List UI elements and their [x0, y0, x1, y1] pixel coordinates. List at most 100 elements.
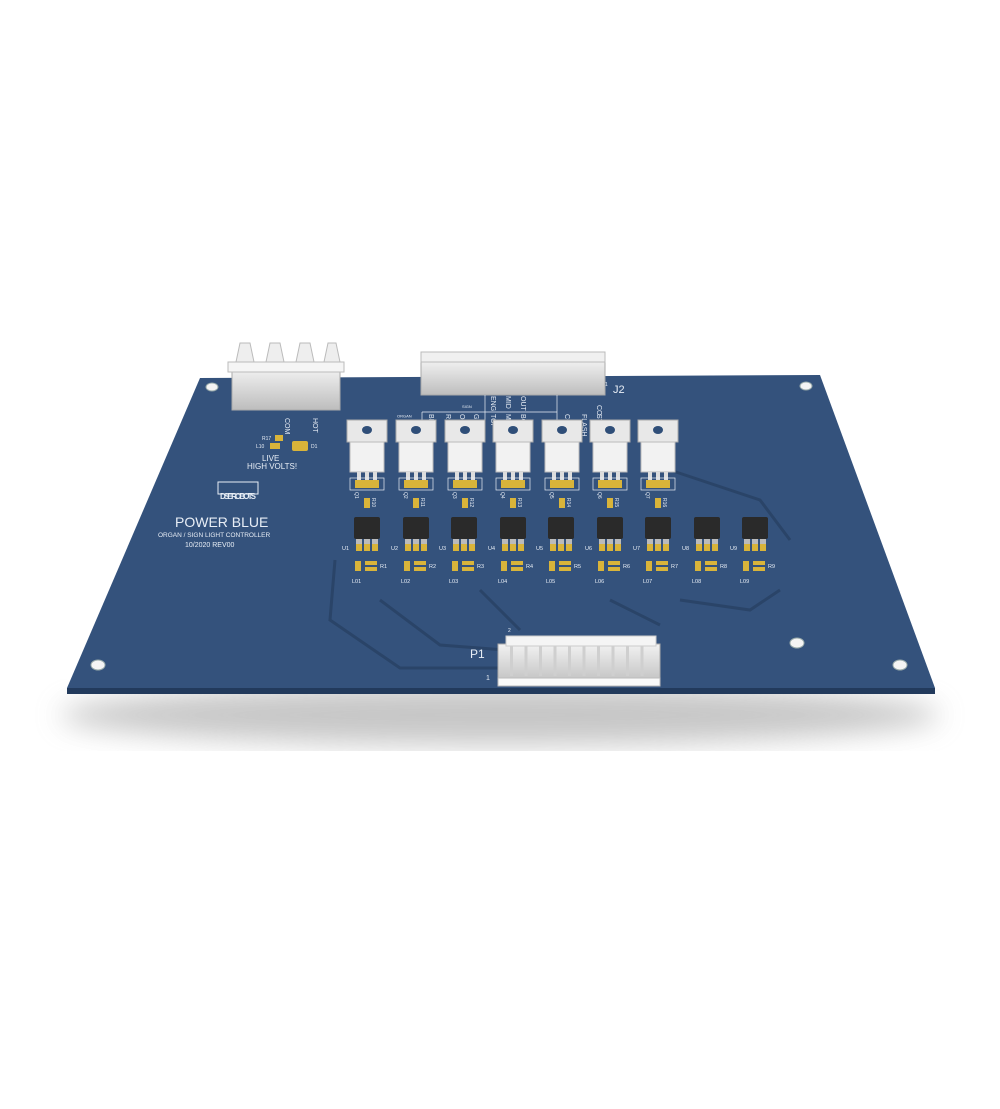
transistor-label: Q6	[596, 492, 602, 499]
d1-label: D1	[311, 444, 318, 450]
led-label: L09	[740, 579, 749, 585]
led-label: L05	[546, 579, 555, 585]
led	[501, 561, 507, 571]
gate-resistor	[364, 498, 370, 508]
mounting-holes	[90, 381, 908, 671]
led-resistor	[462, 561, 474, 565]
transistor-to220	[346, 419, 388, 491]
optocoupler-ic	[645, 517, 671, 551]
board-edge	[67, 688, 935, 694]
led-resistor-label: R1	[380, 564, 387, 570]
gate-resistor	[607, 498, 613, 508]
dse-robots-logo: DSE ROBOTS	[217, 481, 259, 501]
gate-resistor-label: R13	[516, 498, 522, 507]
gate-resistor	[510, 498, 516, 508]
led-label: L04	[498, 579, 507, 585]
transistor-to220	[492, 419, 534, 491]
opto-label: U5	[536, 546, 543, 552]
led	[549, 561, 555, 571]
transistor-label: Q2	[402, 492, 408, 499]
opto-label: U8	[682, 546, 689, 552]
j2-silk-lines	[421, 395, 558, 420]
optocoupler-ic	[742, 517, 768, 551]
j2-pin-label-co: CO	[595, 405, 602, 416]
led	[452, 561, 458, 571]
transistor-to220	[541, 419, 583, 491]
led-resistor	[656, 561, 668, 565]
led-resistor-label: R8	[720, 564, 727, 570]
opto-label: U4	[488, 546, 495, 552]
opto-label: U9	[730, 546, 737, 552]
led	[646, 561, 652, 571]
gate-resistor-label: R15	[613, 498, 619, 507]
p1-label: P1	[470, 647, 485, 661]
optocoupler-ic	[500, 517, 526, 551]
terminal-label-com: COM	[283, 418, 290, 435]
led-label: L01	[352, 579, 361, 585]
led-resistor	[365, 561, 377, 565]
opto-label: U7	[633, 546, 640, 552]
led-resistor	[511, 561, 523, 565]
board-subtitle: ORGAN / SIGN LIGHT CONTROLLER	[158, 532, 271, 539]
transistor-to220	[589, 419, 631, 491]
optocoupler-ic	[548, 517, 574, 551]
gate-resistor	[655, 498, 661, 508]
status-led-pads	[270, 435, 308, 451]
led-resistor	[414, 561, 426, 565]
led-resistor-label: R3	[477, 564, 484, 570]
j2-pin-label-upper: ENG	[489, 396, 496, 411]
j2-organ-label: ORGAN	[397, 414, 412, 419]
p1-pin1: 1	[486, 675, 490, 682]
transistor-label: Q5	[548, 492, 554, 499]
transistor-to220	[444, 419, 486, 491]
led-label: L02	[401, 579, 410, 585]
led-resistor-label: R2	[429, 564, 436, 570]
led	[404, 561, 410, 571]
led	[598, 561, 604, 571]
j2-pin1: 1	[605, 382, 608, 388]
led-resistor-label: R4	[526, 564, 533, 570]
transistor-to220	[395, 419, 437, 491]
gate-resistor	[559, 498, 565, 508]
led-resistor-label: R5	[574, 564, 581, 570]
gate-resistor-label: R16	[661, 498, 667, 507]
led-resistor	[753, 561, 765, 565]
optocoupler-ic	[597, 517, 623, 551]
j2-pin-label-upper: OUT	[519, 396, 526, 412]
transistor-to220	[637, 419, 679, 491]
gate-resistor-label: R14	[565, 498, 571, 507]
board-revision: 10/2020 REV00	[185, 542, 235, 549]
led	[743, 561, 749, 571]
led-resistor	[559, 561, 571, 565]
traces	[328, 468, 792, 670]
led-resistor-label: R9	[768, 564, 775, 570]
gate-resistor	[413, 498, 419, 508]
opto-label: U2	[391, 546, 398, 552]
led-label: L06	[595, 579, 604, 585]
gate-resistor-label: R12	[468, 498, 474, 507]
svg-text:DSE ROBOTS: DSE ROBOTS	[220, 492, 257, 501]
j2-pin-label-upper: MID	[504, 396, 511, 409]
r17-label: R17	[262, 436, 271, 442]
led-resistor	[608, 561, 620, 565]
l10-label: L10	[256, 444, 265, 450]
led-label: L08	[692, 579, 701, 585]
optocoupler-ic	[354, 517, 380, 551]
p1-pin2: 2	[508, 628, 511, 634]
led-resistor-label: R6	[623, 564, 630, 570]
j2-sign-label: SIGN	[462, 404, 472, 409]
screw-terminal	[227, 342, 345, 411]
board-title: POWER BLUE	[175, 514, 268, 530]
transistor-label: Q7	[644, 492, 650, 499]
gate-resistor-label: R10	[370, 498, 376, 507]
led-label: L03	[449, 579, 458, 585]
gate-resistor-label: R11	[419, 498, 425, 507]
opto-label: U1	[342, 546, 349, 552]
j2-label: J2	[613, 384, 625, 396]
gate-resistor	[462, 498, 468, 508]
optocoupler-ic	[451, 517, 477, 551]
optocoupler-ic	[403, 517, 429, 551]
led-resistor	[705, 561, 717, 565]
optocoupler-ic	[694, 517, 720, 551]
